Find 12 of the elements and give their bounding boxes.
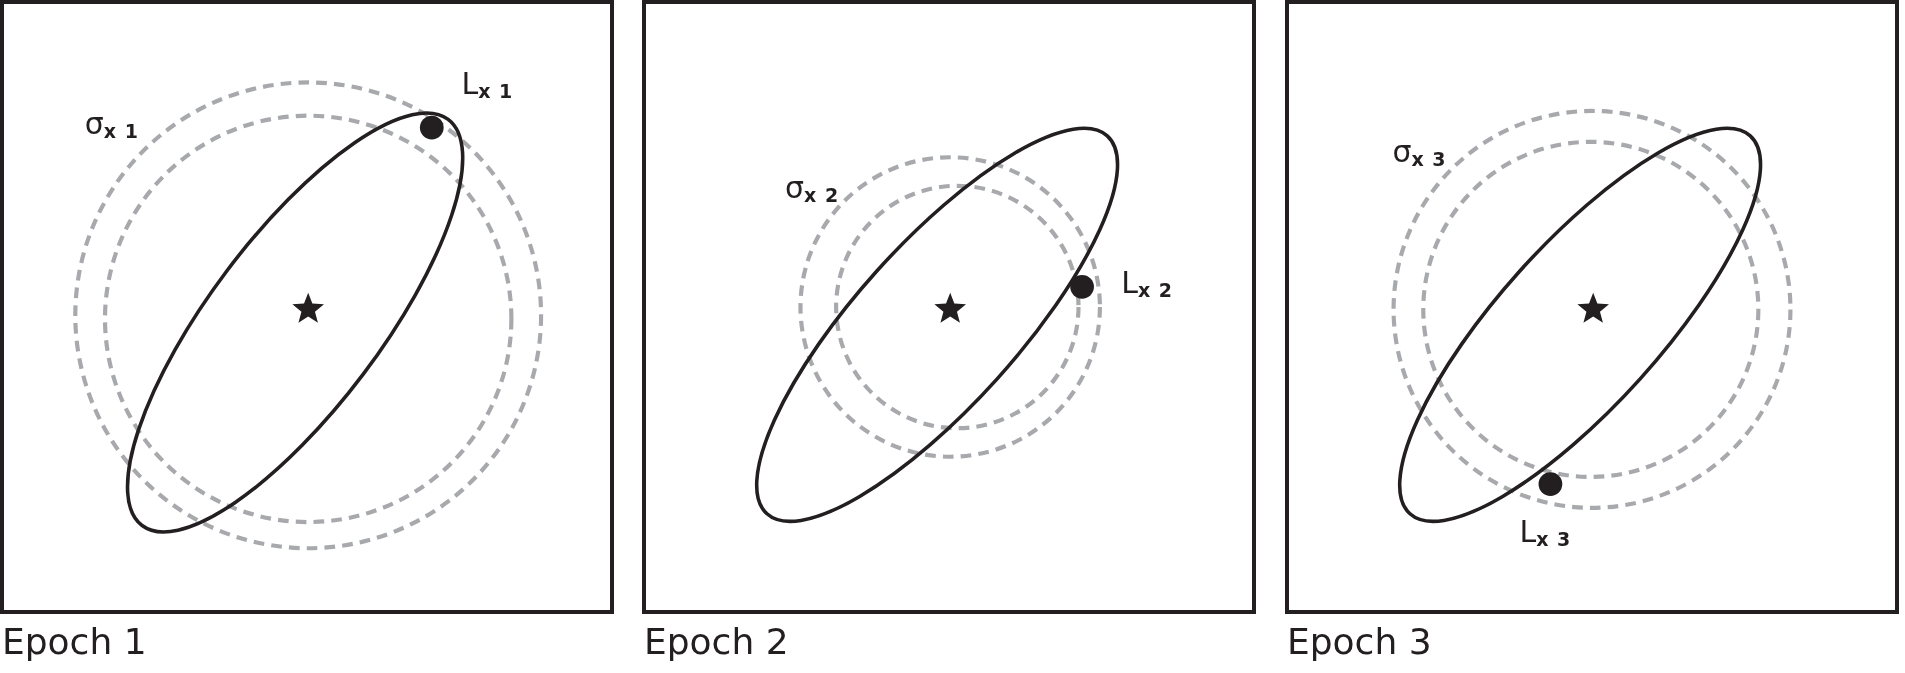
panel-caption: Epoch 1 (2, 622, 147, 662)
panel-caption: Epoch 3 (1287, 622, 1432, 662)
panel-frame (0, 0, 614, 614)
math-label: σ$_{x 2}$ (785, 172, 840, 205)
math-label: L$_{x 1}$ (461, 69, 514, 102)
math-label: L$_{x 2}$ (1121, 267, 1174, 300)
panel-caption: Epoch 2 (644, 622, 789, 662)
math-label: σ$_{x 3}$ (1392, 137, 1447, 170)
math-label: L$_{x 3}$ (1519, 517, 1572, 550)
panel-frame (1285, 0, 1899, 614)
math-label: σ$_{x 1}$ (84, 108, 139, 141)
panel-frame (642, 0, 1256, 614)
